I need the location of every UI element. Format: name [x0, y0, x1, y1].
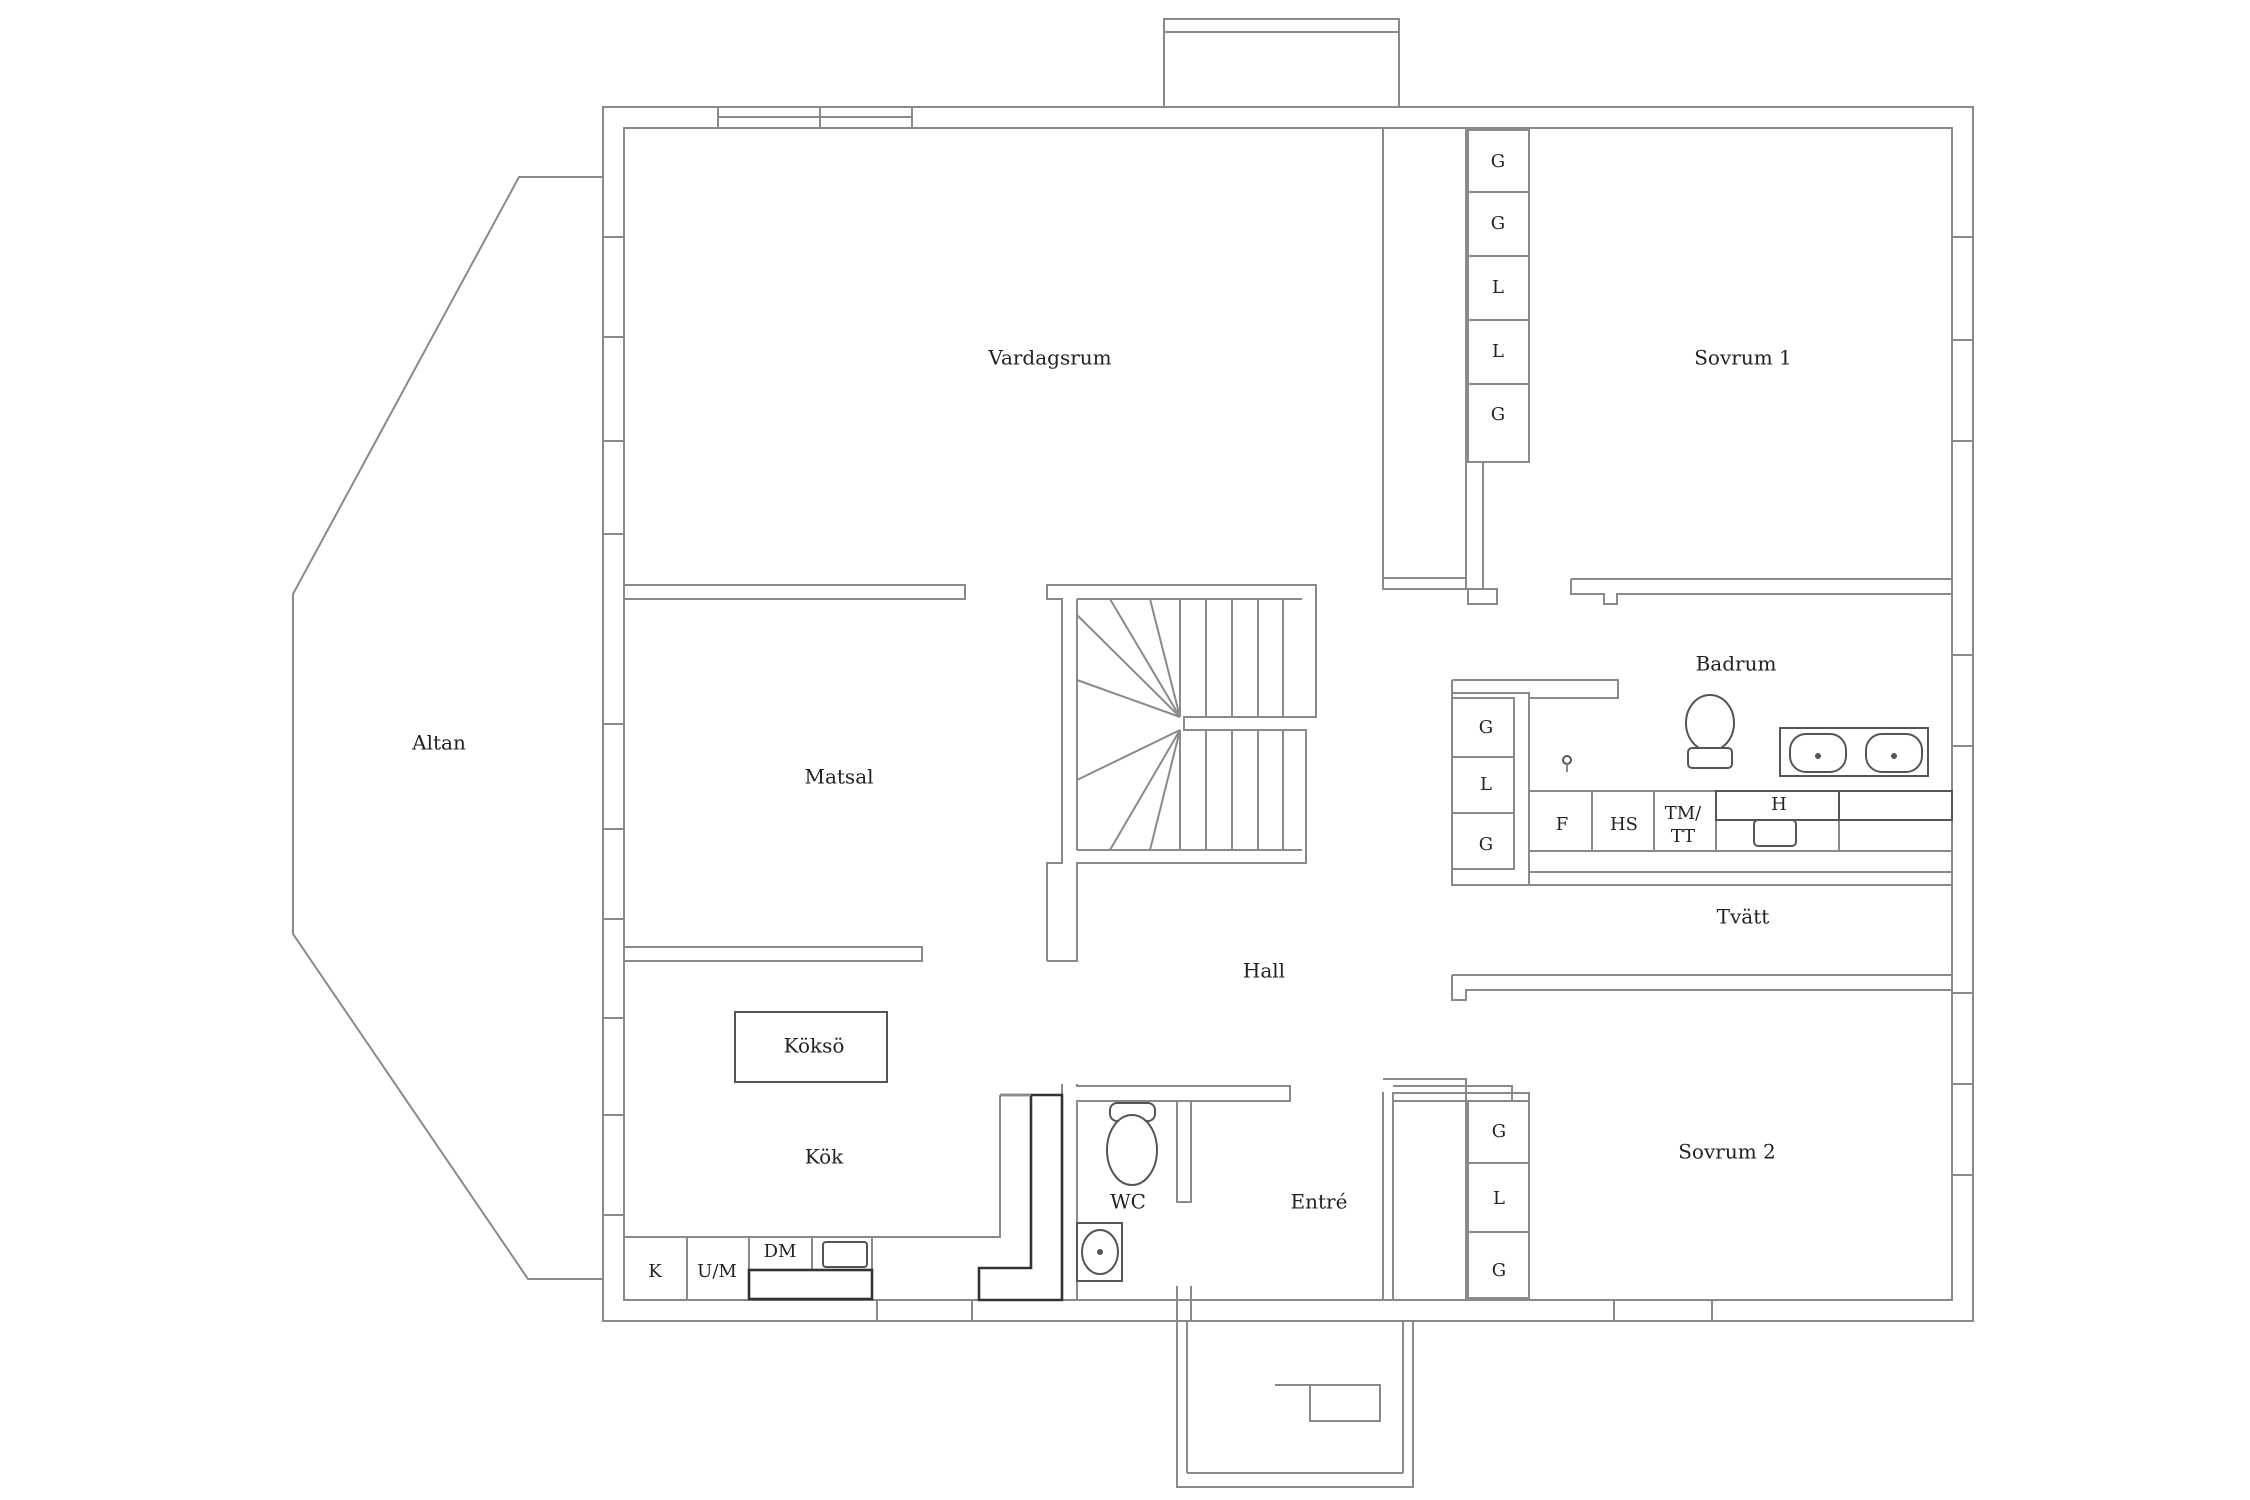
kitchen-island [734, 1011, 888, 1083]
outer-walls [602, 106, 1974, 1322]
toilet-icon [1685, 694, 1735, 752]
utility-sink-icon [1753, 819, 1797, 847]
altan-terrace [292, 176, 604, 1280]
closets-badrum: G L G [1451, 697, 1515, 870]
closet-label: G [1492, 1260, 1506, 1281]
staircase [1076, 598, 1302, 851]
appliance-label: H [1771, 794, 1787, 815]
kitchen-sink-icon [822, 1241, 868, 1268]
closet-label: G [1479, 834, 1493, 855]
badrum-fixtures [1562, 694, 1929, 777]
closet-label: G [1479, 717, 1493, 738]
closets-sovrum2: G L G [1467, 1100, 1530, 1299]
room-label-altan: Altan [411, 731, 466, 755]
room-label-tvatt: Tvätt [1717, 905, 1770, 929]
laundry-appliances: F HS TM/TT H [1528, 790, 1953, 852]
room-label-entre: Entré [1291, 1190, 1348, 1214]
wc-fixtures [1076, 1102, 1158, 1282]
closet-label: G [1491, 151, 1505, 172]
closet-label: G [1491, 404, 1505, 425]
room-label-sovrum2: Sovrum 2 [1678, 1140, 1776, 1164]
appliance-label: TM/TT [1665, 803, 1702, 847]
room-label-kok: Kök [805, 1145, 844, 1169]
room-label-matsal: Matsal [804, 765, 873, 789]
closet-label: L [1493, 1188, 1505, 1209]
appliance-label: HS [1610, 814, 1638, 835]
closet-label: L [1480, 774, 1492, 795]
closet-label: L [1492, 277, 1504, 298]
room-label-wc: WC [1110, 1190, 1146, 1214]
floor-drain-icon [1562, 755, 1572, 765]
closet-label: G [1492, 1121, 1506, 1142]
closets-sovrum1: G G L L G [1467, 129, 1530, 463]
room-label-sovrum1: Sovrum 1 [1694, 346, 1792, 370]
room-label-vardagsrum: Vardagsrum [987, 346, 1111, 370]
appliance-label: U/M [697, 1261, 737, 1282]
closet-label: G [1491, 213, 1505, 234]
room-label-hall: Hall [1243, 959, 1285, 983]
kitchen-fixtures: K U/M DM [623, 1011, 1064, 1302]
appliance-label: DM [764, 1241, 797, 1262]
room-label-kokso: Köksö [784, 1034, 845, 1058]
chimney [1163, 18, 1400, 108]
entrance-arrow-icon [1275, 1384, 1381, 1422]
appliance-label: K [648, 1261, 662, 1282]
toilet-icon [1106, 1114, 1158, 1186]
closet-label: L [1492, 341, 1504, 362]
entrance-steps [1176, 1321, 1414, 1488]
appliance-label: F [1556, 814, 1569, 835]
room-label-badrum: Badrum [1696, 652, 1777, 676]
